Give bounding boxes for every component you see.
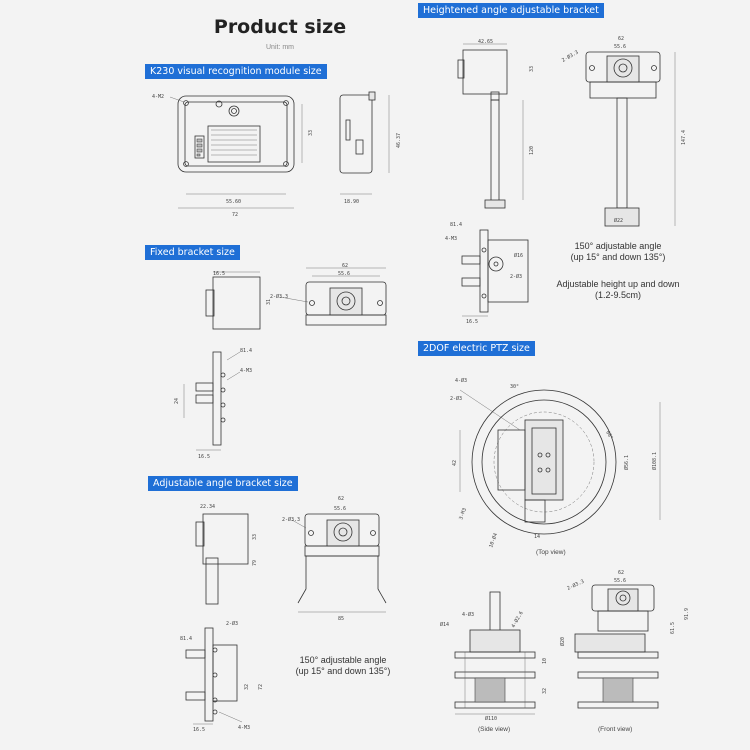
adjustable-72-dim: 72 (258, 684, 264, 690)
k230-side-height-dim: 46.37 (396, 133, 402, 148)
fixed-55-6-dim: 55.6 (338, 271, 350, 277)
ptz-3-m3-dim: 3-M3 (458, 507, 468, 520)
heightened-16-5-dim: 16.5 (466, 319, 478, 325)
adjustable-4-m3-dim: 4-M3 (238, 725, 250, 731)
side-view-caption: (Side view) (478, 726, 511, 733)
fixed-2-3-3-dim: 2-Ø3.3 (270, 293, 288, 300)
ptz-14-dim: 14 (534, 534, 540, 540)
ptz-front-20-dim: Ø20 (559, 637, 566, 646)
heightened-42-65-dim: 42.65 (478, 39, 493, 45)
ptz-side-4-2-6-dim: 4-Ø2.6 (510, 610, 525, 629)
heightened-angle-note: 150° adjustable angle(up 15° and down 13… (570, 241, 666, 262)
ptz-108-1-dim: Ø108.1 (651, 452, 658, 470)
heightened-bracket-side-drawing: 42.65 33 120 (457, 39, 535, 209)
ptz-front-91-9-dim: 91.9 (684, 608, 690, 620)
heightened-33-dim: 33 (529, 66, 535, 72)
ptz-10-4-dim: 10-Ø4 (487, 532, 499, 549)
heightened-4-m3-dim: 4-M3 (445, 236, 457, 242)
k230-front-drawing: 4-M2 33 55.60 72 (152, 94, 314, 218)
ptz-42-dim: 42 (452, 460, 458, 466)
ptz-side-10-dim: 10 (542, 658, 548, 664)
adjustable-16-5-dim: 16.5 (193, 727, 205, 733)
k230-side-drawing: 46.37 18.90 (339, 91, 402, 205)
ptz-2-3-dim: 2-Ø3 (450, 395, 462, 402)
heightened-147-4-dim: 147.4 (681, 130, 687, 145)
fixed-81-4-dim: 81.4 (240, 348, 252, 354)
adjustable-bracket-top-drawing: 81.4 2-Ø3 32 72 16.5 4-M3 (180, 620, 264, 733)
section-adjustable-bracket: Adjustable angle bracket size (148, 476, 298, 491)
section-k230: K230 visual recognition module size (145, 64, 327, 79)
page-title: Product size (213, 16, 347, 38)
heightened-120-dim: 120 (529, 146, 535, 155)
ptz-side-14-dim: Ø14 (440, 621, 449, 628)
fixed-16-5-dim: 16.5 (213, 271, 225, 277)
ptz-4-3-dim: 4-Ø3 (455, 377, 467, 384)
k230-hole-dim: 4-M2 (152, 94, 164, 100)
fixed-bracket-top-drawing: 81.4 4-M3 24 16.5 (174, 348, 252, 460)
section-ptz: 2DOF electric PTZ size (418, 341, 535, 356)
heightened-22-dim: Ø22 (614, 217, 623, 224)
ptz-front-62-dim: 62 (618, 570, 624, 576)
heightened-bracket-front-drawing: 62 55.6 2-Ø3.3 147.4 Ø22 (561, 36, 687, 227)
adjustable-55-6-dim: 55.6 (334, 506, 346, 512)
unit-label: Unit: mm (266, 44, 294, 51)
ptz-front-55-6-dim: 55.6 (614, 578, 626, 584)
adjustable-2-3-dim: 2-Ø3 (226, 620, 238, 627)
k230-side-width-dim: 18.90 (344, 199, 359, 205)
fixed-bracket-front-drawing: 62 55.6 2-Ø3.3 (270, 263, 387, 326)
ptz-side-110-dim: Ø110 (485, 715, 497, 722)
fixed-31-dim: 31 (266, 299, 272, 305)
heightened-81-4-dim: 81.4 (450, 222, 462, 228)
ptz-side-32-dim: 32 (542, 688, 548, 694)
adjustable-85-dim: 85 (338, 616, 344, 622)
ptz-front-2-3-3-dim: 2-Ø3.3 (566, 578, 585, 592)
adjustable-22-34-dim: 22.34 (200, 504, 215, 510)
heightened-height-note: Adjustable height up and down(1.2-9.5cm) (556, 279, 680, 300)
heightened-62-dim: 62 (618, 36, 624, 42)
section-fixed-bracket: Fixed bracket size (145, 245, 240, 260)
adjustable-32-dim: 32 (244, 684, 250, 690)
fixed-bracket-side-drawing: 16.5 31 (205, 271, 272, 330)
heightened-2-3-dim: 2-Ø3 (510, 273, 522, 280)
heightened-55-6-dim: 55.6 (614, 44, 626, 50)
fixed-62-dim: 62 (342, 263, 348, 269)
fixed-16-5b-dim: 16.5 (198, 454, 210, 460)
adjustable-81-4-dim: 81.4 (180, 636, 192, 642)
adjustable-33-dim: 33 (252, 534, 258, 540)
ptz-56-1-dim: Ø56.1 (623, 455, 630, 470)
front-view-caption: (Front view) (598, 726, 633, 733)
ptz-front-view-drawing: 62 55.6 2-Ø3.3 Ø20 61.5 91.9 (559, 570, 690, 709)
ptz-front-61-5-dim: 61.5 (670, 622, 676, 634)
adjustable-bracket-front-drawing: 62 55.6 2-Ø3.3 85 (282, 496, 387, 622)
adjustable-angle-note: 150° adjustable angle(up 15° and down 13… (295, 655, 391, 676)
ptz-side-4-3-dim: 4-Ø3 (462, 611, 474, 618)
k230-hole-width-dim: 55.60 (226, 199, 241, 205)
ptz-60-dim: 60° (604, 430, 614, 441)
ptz-top-view-drawing: 30° 4-Ø3 2-Ø3 60° Ø56.1 Ø108.1 3-M3 10-Ø… (450, 377, 661, 549)
heightened-16-dim: Ø16 (514, 252, 523, 259)
ptz-side-view-drawing: Ø14 4-Ø3 4-Ø2.6 Ø110 10 32 (440, 591, 548, 722)
adjustable-2-3-3-dim: 2-Ø3.3 (282, 516, 300, 523)
heightened-2-3-3-dim: 2-Ø3.3 (561, 49, 580, 64)
adjustable-bracket-side-drawing: 22.34 33 79 (195, 504, 258, 605)
adjustable-62-dim: 62 (338, 496, 344, 502)
k230-height-dim: 33 (308, 130, 314, 136)
section-heightened-bracket: Heightened angle adjustable bracket (418, 3, 604, 18)
heightened-bracket-top-drawing: 81.4 4-M3 Ø16 2-Ø3 16.5 (445, 222, 529, 325)
top-view-caption: (Top view) (536, 549, 566, 556)
fixed-4-m3-dim: 4-M3 (240, 368, 252, 374)
ptz-30-dim: 30° (510, 384, 519, 390)
fixed-24-dim: 24 (174, 398, 180, 404)
k230-width-dim: 72 (232, 212, 238, 218)
adjustable-79-dim: 79 (252, 560, 258, 566)
